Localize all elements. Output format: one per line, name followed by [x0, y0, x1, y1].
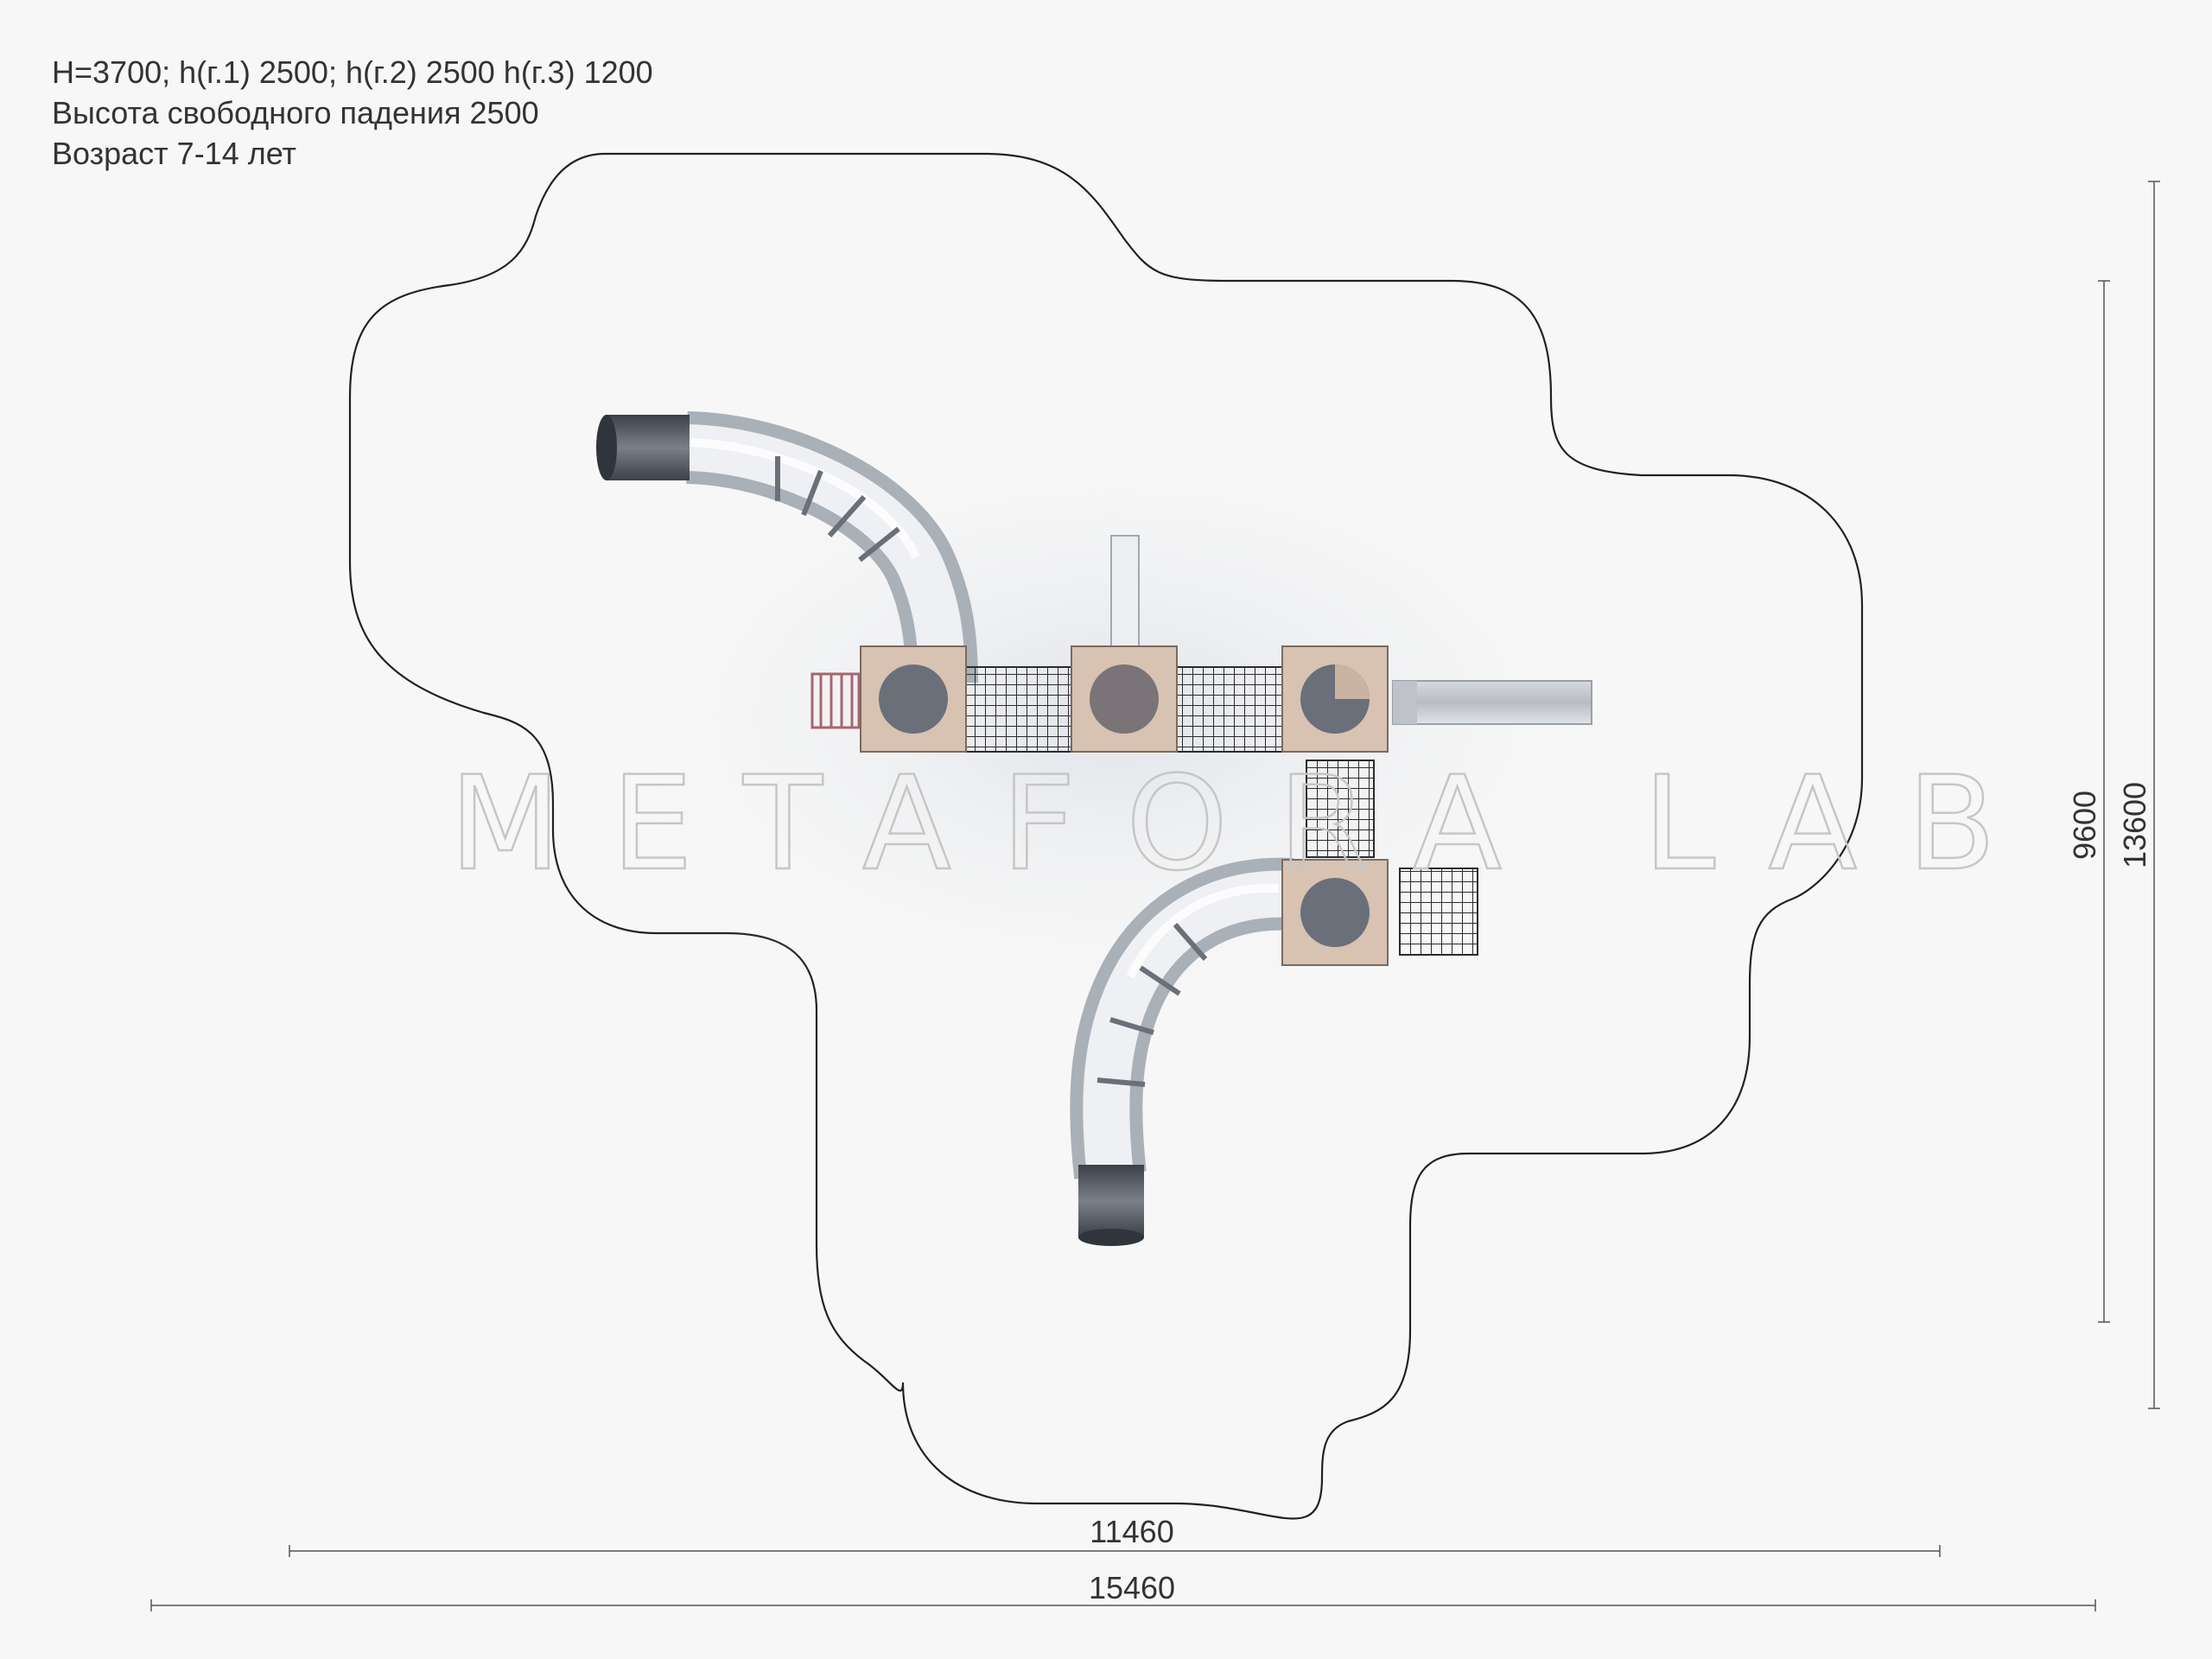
top-ramp	[1110, 535, 1140, 651]
ladder	[810, 672, 861, 729]
free-fall-height: Высота свободного падения 2500	[52, 95, 539, 130]
tube-slide-lower	[1070, 857, 1294, 1246]
safety-zone-outline	[348, 152, 1864, 1520]
dimension-lines	[150, 181, 2160, 1611]
watermark: METAFORA LAB	[449, 749, 2046, 899]
tower-4	[1281, 859, 1389, 966]
tower-1	[860, 645, 967, 753]
tube-exit-lower	[1078, 1165, 1144, 1237]
tube-slide-upper	[596, 411, 978, 683]
dim-outer-height: 13600	[2117, 782, 2152, 868]
net-bridge-2	[1176, 666, 1283, 753]
net-bridge-1	[965, 666, 1072, 753]
net-bridge-vertical	[1306, 760, 1375, 858]
age-range: Возраст 7-14 лет	[52, 136, 297, 171]
dim-outer-width: 15460	[1089, 1570, 1175, 1605]
dim-inner-width: 11460	[1090, 1514, 1173, 1549]
tower-2	[1071, 645, 1178, 753]
tube-exit	[607, 415, 690, 480]
straight-slide	[1392, 680, 1592, 725]
tower-3	[1281, 645, 1389, 753]
dim-inner-height: 9600	[2067, 791, 2102, 860]
net-climber-right	[1399, 868, 1478, 956]
height-spec: H=3700; h(г.1) 2500; h(г.2) 2500 h(г.3) …	[52, 54, 653, 90]
info-block: H=3700; h(г.1) 2500; h(г.2) 2500 h(г.3) …	[52, 52, 653, 174]
